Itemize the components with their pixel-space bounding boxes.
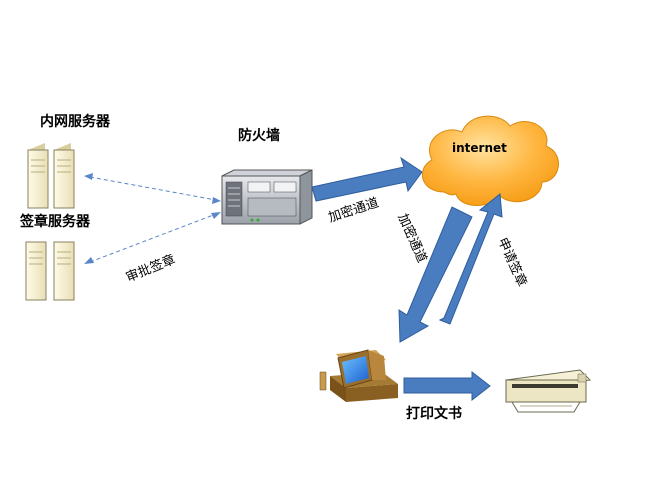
arrow-computer-to-internet xyxy=(438,193,503,325)
apply-seal-label: 申请签章 xyxy=(494,235,530,289)
print-document-label: 打印文书 xyxy=(406,405,462,422)
seal-server-label: 签章服务器 xyxy=(19,213,91,230)
encrypted-channel-label-1: 加密通道 xyxy=(326,195,380,226)
firewall-label: 防火墙 xyxy=(238,127,280,144)
internet-cloud-icon xyxy=(422,115,559,206)
dashed-link-seal xyxy=(84,212,221,264)
intranet-server-label: 内网服务器 xyxy=(40,113,111,130)
seal-server-icon xyxy=(25,241,75,301)
internet-label: internet xyxy=(452,141,507,155)
dashed-link-intranet xyxy=(84,173,221,204)
encrypted-channel-label-2: 加密通道 xyxy=(394,211,430,265)
approve-seal-label: 审批签章 xyxy=(124,251,178,285)
arrow-internet-to-computer xyxy=(398,206,473,343)
firewall-icon xyxy=(221,169,313,225)
printer-icon xyxy=(504,369,592,413)
intranet-server-icon xyxy=(27,143,75,209)
arrow-computer-to-printer xyxy=(403,370,491,402)
arrow-firewall-to-internet xyxy=(311,156,423,202)
desktop-computer-icon xyxy=(319,349,398,402)
